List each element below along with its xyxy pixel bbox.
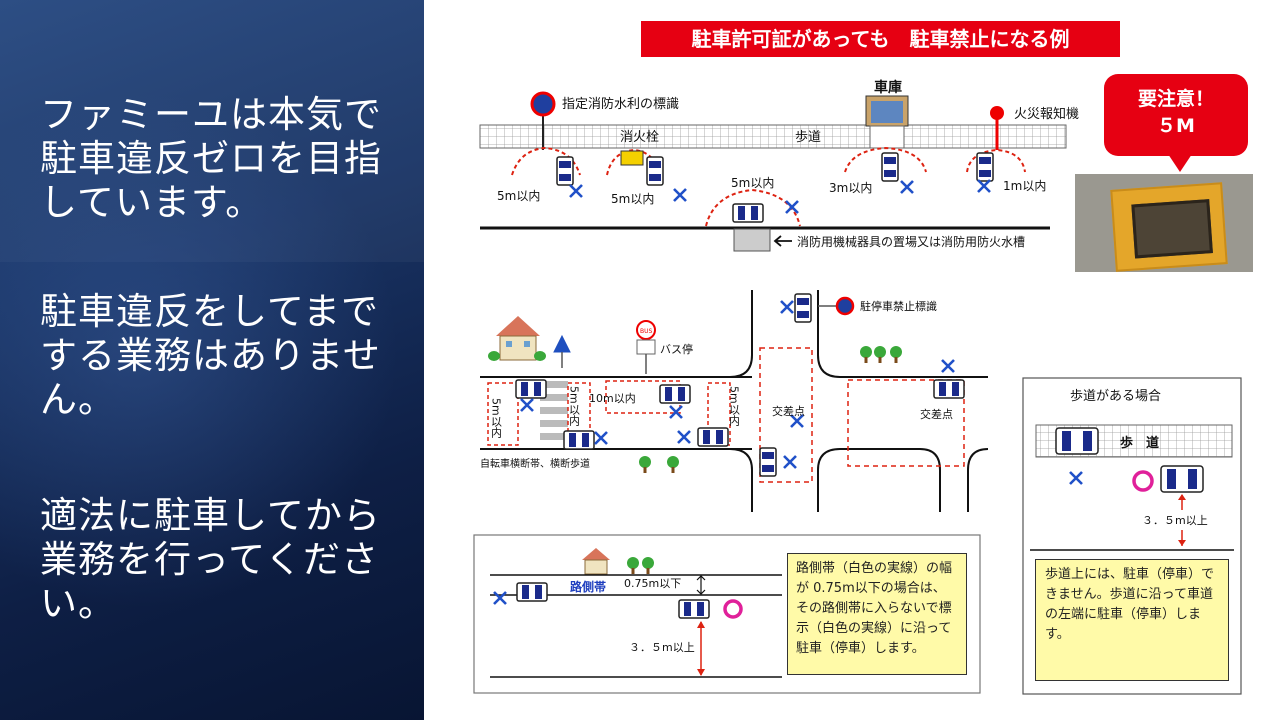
hydrant-label: 消火栓 (620, 130, 659, 145)
warning-line-1: 要注意！ (1137, 88, 1214, 110)
distance-label: 5m以内 (490, 398, 503, 438)
intersection-label: 交差点 (920, 407, 953, 421)
car-icon (515, 379, 547, 399)
distance-label: 3m以内 (829, 181, 872, 195)
small-house-icon (582, 548, 610, 575)
car-icon (933, 379, 965, 399)
no-parking-x-icon (976, 178, 992, 194)
no-parking-x-icon (782, 454, 798, 470)
left-paragraph-3: 適法に駐車してから業務を行ってください。 (40, 494, 381, 625)
bus-stop-label: バス停 (660, 342, 693, 356)
middle-diagram: BUS バス停 駐停車禁止標識 5m以内 5m以内 10m以内 (480, 290, 989, 512)
slide-title: 駐車許可証があっても 駐車禁止になる例 (641, 21, 1120, 57)
left-paragraph-1: ファミーユは本気で駐車違反ゼロを目指しています。 (40, 93, 382, 224)
car-icon (646, 156, 664, 186)
no-parking-x-icon (779, 299, 795, 315)
distance-label: 5m以内 (497, 189, 540, 203)
left-band (0, 0, 424, 262)
top-sidewalk (479, 124, 1067, 149)
sidewalk-label: 歩 道 (1120, 435, 1159, 451)
crosswalk (540, 379, 568, 448)
svg-text:BUS: BUS (640, 328, 653, 335)
tree-icon (890, 346, 902, 363)
distance-label: 1m以内 (1003, 179, 1046, 193)
distance-label: 5m以内 (728, 386, 741, 426)
no-parking-x-icon (568, 183, 584, 199)
no-parking-x-icon (593, 430, 609, 446)
car-icon (794, 293, 812, 323)
car-icon (563, 430, 595, 450)
car-icon (759, 447, 777, 477)
fire-alarm-icon (990, 106, 1004, 120)
bus-sign-icon (636, 320, 656, 340)
left-paragraph-2: 駐車違反をしてまでする業務はありません。 (40, 290, 381, 421)
no-parking-x-icon (672, 187, 688, 203)
car-icon (732, 203, 764, 223)
crossing-sign-icon (553, 334, 571, 353)
hydrant-sign-icon (530, 91, 556, 117)
warning-bubble: 要注意！ ５M (1104, 74, 1248, 172)
sidewalk-case-heading: 歩道がある場合 (1070, 389, 1161, 404)
no-parking-x-icon (784, 199, 800, 215)
top-diagram: 指定消防水利の標識 消火栓 車庫 歩道 火災報知機 5m以内 5m以内 5 (479, 79, 1079, 252)
ok-circle-icon (723, 599, 743, 619)
no-parking-x-icon (519, 397, 535, 413)
tree-icon (667, 456, 679, 473)
width-label: 0.75m以下 (624, 577, 681, 590)
fire-alarm-label: 火災報知機 (1014, 106, 1079, 122)
tree-icon (874, 346, 886, 363)
distance-label: 5m以内 (611, 192, 654, 206)
sidewalk-note: 歩道上には、駐車（停車）できません。歩道に沿って車道の左端に駐車（停車）します。 (1035, 559, 1229, 681)
tree-icon (860, 346, 872, 363)
ok-circle-icon (1132, 470, 1154, 492)
roadside-note: 路側帯（白色の実線）の幅が 0.75m以下の場合は、その路側帯に入らないで標示（… (787, 553, 967, 675)
intersection-label: 交差点 (772, 404, 805, 418)
warning-line-2: ５M (1157, 115, 1195, 137)
distance-label: 10m以内 (589, 391, 636, 405)
distance-label: 5m以内 (568, 386, 581, 426)
sidewalk-label: 歩道 (795, 130, 821, 145)
distance-label: ３．５m以上 (1142, 514, 1208, 527)
equipment-box (733, 228, 771, 252)
left-panel: ファミーユは本気で駐車違反ゼロを目指しています。 駐車違反をしてまでする業務はあ… (0, 0, 424, 720)
no-parking-sign-icon (835, 296, 855, 316)
car-icon (659, 384, 691, 404)
distance-label: ３．５m以上 (629, 641, 695, 654)
car-icon (556, 156, 574, 186)
car-icon (976, 152, 994, 182)
equipment-label: 消防用機械器具の置場又は消防用防火水槽 (797, 234, 1025, 249)
manhole-photo (1075, 174, 1253, 272)
tree-icon (639, 456, 651, 473)
no-parking-x-icon (940, 358, 956, 374)
distance-label: 5m以内 (731, 176, 774, 190)
no-parking-sign-label: 駐停車禁止標識 (860, 299, 937, 313)
hydrant-sign-label: 指定消防水利の標識 (562, 96, 679, 112)
car-icon (516, 582, 548, 602)
no-parking-x-icon (899, 179, 915, 195)
garage-label: 車庫 (874, 79, 902, 96)
car-icon (678, 599, 710, 619)
car-icon (697, 427, 729, 447)
car-icon (881, 152, 899, 182)
left-glow (0, 90, 400, 610)
no-parking-x-icon (676, 429, 692, 445)
house-icon (488, 316, 546, 361)
crossing-label: 自転車横断帯、横断歩道 (480, 457, 590, 470)
roadside-label: 路側帯 (570, 579, 606, 594)
